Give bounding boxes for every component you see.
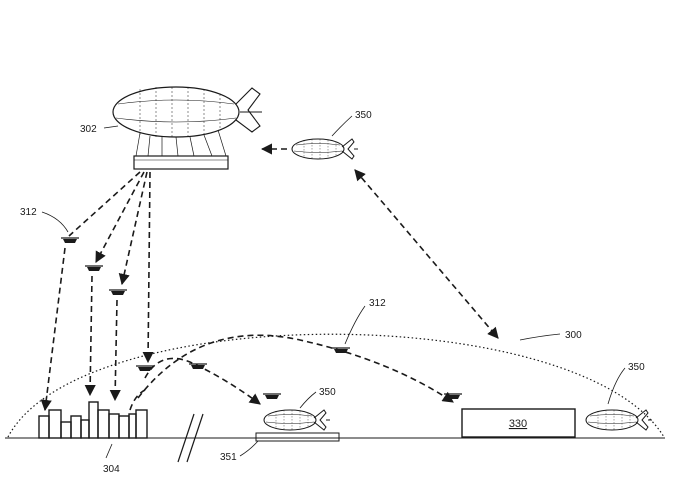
shuttle-350-upper <box>291 138 359 160</box>
delivery-route <box>118 171 148 286</box>
shuttle-350-docked <box>263 409 331 431</box>
delivery-route <box>129 389 146 411</box>
dock-351 <box>255 432 340 442</box>
delivery-route <box>109 299 121 402</box>
shuttle-route-arrow <box>354 169 499 339</box>
label-330: 330 <box>509 418 527 430</box>
label-351: 351 <box>220 452 237 463</box>
label-300: 300 <box>565 330 582 341</box>
label-302: 302 <box>80 124 97 135</box>
delivery-route <box>84 275 96 397</box>
drone <box>84 265 104 272</box>
delivery-route <box>137 334 454 403</box>
label-350-dock: 350 <box>319 387 336 398</box>
label-350-right: 350 <box>628 362 645 373</box>
delivery-route <box>95 171 145 263</box>
facility-330 <box>461 408 576 438</box>
label-312-upper: 312 <box>20 207 37 218</box>
label-312-lower: 312 <box>369 298 386 309</box>
label-350-upper: 350 <box>355 110 372 121</box>
drone <box>108 289 128 296</box>
drone <box>262 393 282 400</box>
break-mark <box>177 413 204 463</box>
delivery-route <box>40 247 66 412</box>
drone <box>60 237 80 244</box>
delivery-route <box>144 357 261 405</box>
delivery-route <box>142 171 154 364</box>
airship-302 <box>112 86 262 170</box>
shuttle-350-right <box>585 409 653 431</box>
destinations-304 <box>38 401 148 439</box>
label-304: 304 <box>103 464 120 475</box>
delivery-route <box>68 171 141 237</box>
